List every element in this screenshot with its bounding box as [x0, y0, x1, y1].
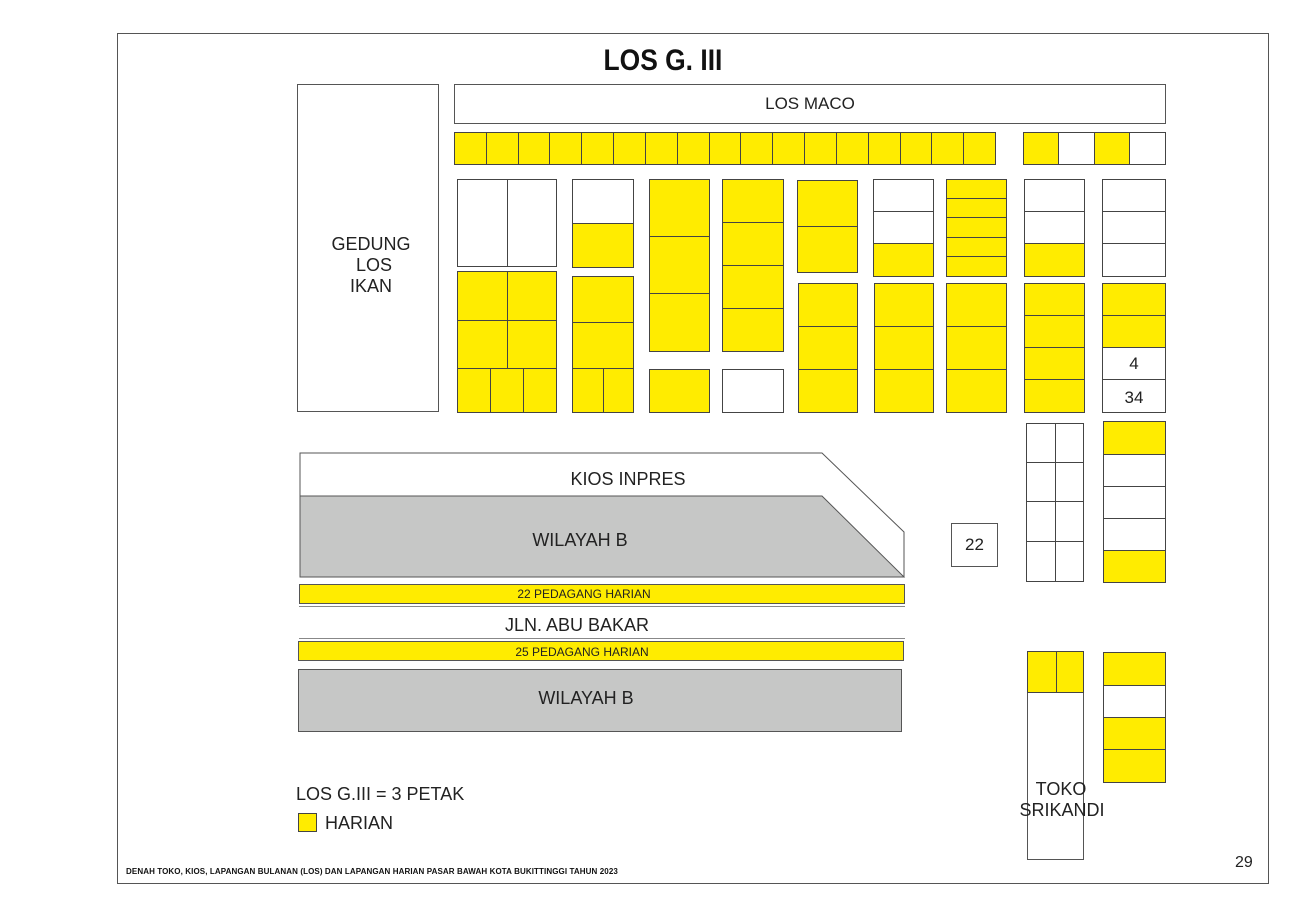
stall-cell[interactable] [1026, 423, 1056, 463]
stall-cell[interactable] [676, 132, 710, 165]
stall-cell[interactable] [572, 368, 604, 413]
stall-cell[interactable] [649, 179, 710, 237]
map-caption: DENAH TOKO, KIOS, LAPANGAN BULANAN (LOS)… [126, 867, 618, 876]
stall-cell[interactable] [722, 369, 784, 413]
stall-cell[interactable] [644, 132, 678, 165]
page-number: 29 [1235, 854, 1253, 871]
stall-cell[interactable] [946, 283, 1007, 327]
stall-cell[interactable] [572, 322, 634, 369]
stall-cell[interactable] [1024, 211, 1085, 244]
stall-cell[interactable] [798, 369, 858, 413]
stall-cell[interactable] [457, 368, 491, 413]
stall-cell[interactable] [523, 368, 557, 413]
stall-cell[interactable] [1102, 211, 1166, 244]
stall-cell[interactable] [1103, 652, 1166, 686]
stall-cell[interactable] [1102, 243, 1166, 277]
harian-25-label: 25 PEDAGANG HARIAN [515, 645, 649, 659]
stall-cell[interactable] [1129, 132, 1166, 165]
harian-25-bar[interactable] [298, 641, 904, 661]
stall-cell[interactable] [572, 179, 634, 224]
stall-cell[interactable] [722, 222, 784, 266]
wilayah-b-top-label: WILAYAH B [532, 530, 628, 550]
toko-label-line1: TOKO [1035, 779, 1087, 799]
gedung-label-line3: IKAN [349, 276, 392, 296]
stall-cell[interactable] [581, 132, 615, 165]
stall-cell[interactable] [649, 236, 710, 294]
stall-cell[interactable] [797, 180, 858, 227]
stall-cell[interactable] [490, 368, 524, 413]
map-frame [117, 33, 1269, 884]
harian-22-label: 22 PEDAGANG HARIAN [517, 587, 651, 601]
kios-inpres-label: KIOS INPRES [570, 469, 686, 489]
stall-cell[interactable] [1103, 749, 1166, 783]
wilayah-b-bottom-label: WILAYAH B [538, 688, 634, 708]
stall-cell[interactable] [507, 320, 557, 369]
stall-cell[interactable] [1103, 717, 1166, 750]
toko-label-line2: SRIKANDI [1019, 800, 1105, 820]
stall-cell[interactable] [1102, 179, 1166, 212]
stall-cell[interactable] [1055, 541, 1084, 582]
stall-cell[interactable] [1026, 541, 1056, 582]
stall-cell[interactable] [873, 243, 934, 277]
gedung-label-line2: LOS [355, 255, 393, 275]
gedung-label-line1: GEDUNG [331, 234, 411, 254]
stall-cell[interactable] [572, 223, 634, 268]
stall-cell[interactable] [1027, 651, 1057, 693]
stall-cell[interactable] [946, 256, 1007, 277]
stall-cell[interactable] [798, 326, 858, 370]
stall-cell[interactable] [946, 369, 1007, 413]
stall-cell[interactable] [1103, 685, 1166, 718]
gedung-los-ikan-block[interactable] [297, 84, 439, 412]
stall-cell[interactable] [507, 179, 557, 267]
stall-cell[interactable] [1024, 179, 1085, 212]
stall-cell[interactable] [1103, 454, 1166, 487]
stall-cell[interactable] [946, 326, 1007, 370]
stall-cell[interactable] [804, 132, 837, 165]
street-line-top [299, 606, 905, 607]
stall-cell[interactable] [1102, 379, 1166, 413]
stall-cell[interactable] [603, 368, 634, 413]
stall-cell[interactable] [740, 132, 774, 165]
stall-cell[interactable] [963, 132, 996, 165]
stall-cell[interactable] [1056, 651, 1084, 693]
stall-cell[interactable] [797, 226, 858, 273]
legend-summary: LOS G.III = 3 PETAK [296, 784, 465, 804]
legend-harian-swatch [298, 813, 317, 832]
stall-cell[interactable] [931, 132, 965, 165]
stall-cell[interactable] [1024, 243, 1085, 277]
los-maco-block[interactable] [454, 84, 1166, 124]
stall-cell[interactable] [722, 308, 784, 352]
los-maco-label: LOS MACO [765, 94, 855, 113]
stall-cell[interactable] [549, 132, 583, 165]
stall-22-box[interactable] [951, 523, 998, 567]
stall-cell[interactable] [1026, 501, 1056, 542]
stall-cell[interactable] [873, 179, 934, 212]
stall-cell[interactable] [874, 369, 934, 413]
map-title: LOS G. III [603, 44, 723, 77]
stall-cell[interactable] [457, 179, 508, 267]
stall-cell[interactable] [708, 132, 742, 165]
street-line-bottom [299, 638, 905, 639]
street-label: JLN. ABU BAKAR [504, 615, 650, 635]
stall-cell[interactable] [1103, 421, 1166, 455]
stall-cell[interactable] [835, 132, 869, 165]
stall-cell[interactable] [772, 132, 806, 165]
stall-cell[interactable] [649, 293, 710, 352]
stall-number-4: 4 [1129, 354, 1139, 373]
stall-number-22: 22 [965, 535, 984, 554]
stall-cell[interactable] [1103, 550, 1166, 583]
wilayah-b-bottom-block[interactable] [298, 669, 902, 732]
stall-number-34: 34 [1124, 388, 1144, 407]
stall-cell[interactable] [1055, 462, 1084, 502]
harian-22-bar[interactable] [299, 584, 905, 604]
legend-harian-label: HARIAN [325, 813, 394, 833]
stall-cell[interactable] [874, 326, 934, 370]
stall-cell[interactable] [507, 271, 557, 321]
stall-cell[interactable] [1024, 379, 1085, 413]
stall-cell[interactable] [649, 369, 710, 413]
stall-cell[interactable] [572, 276, 634, 323]
stall-cell[interactable] [517, 132, 551, 165]
